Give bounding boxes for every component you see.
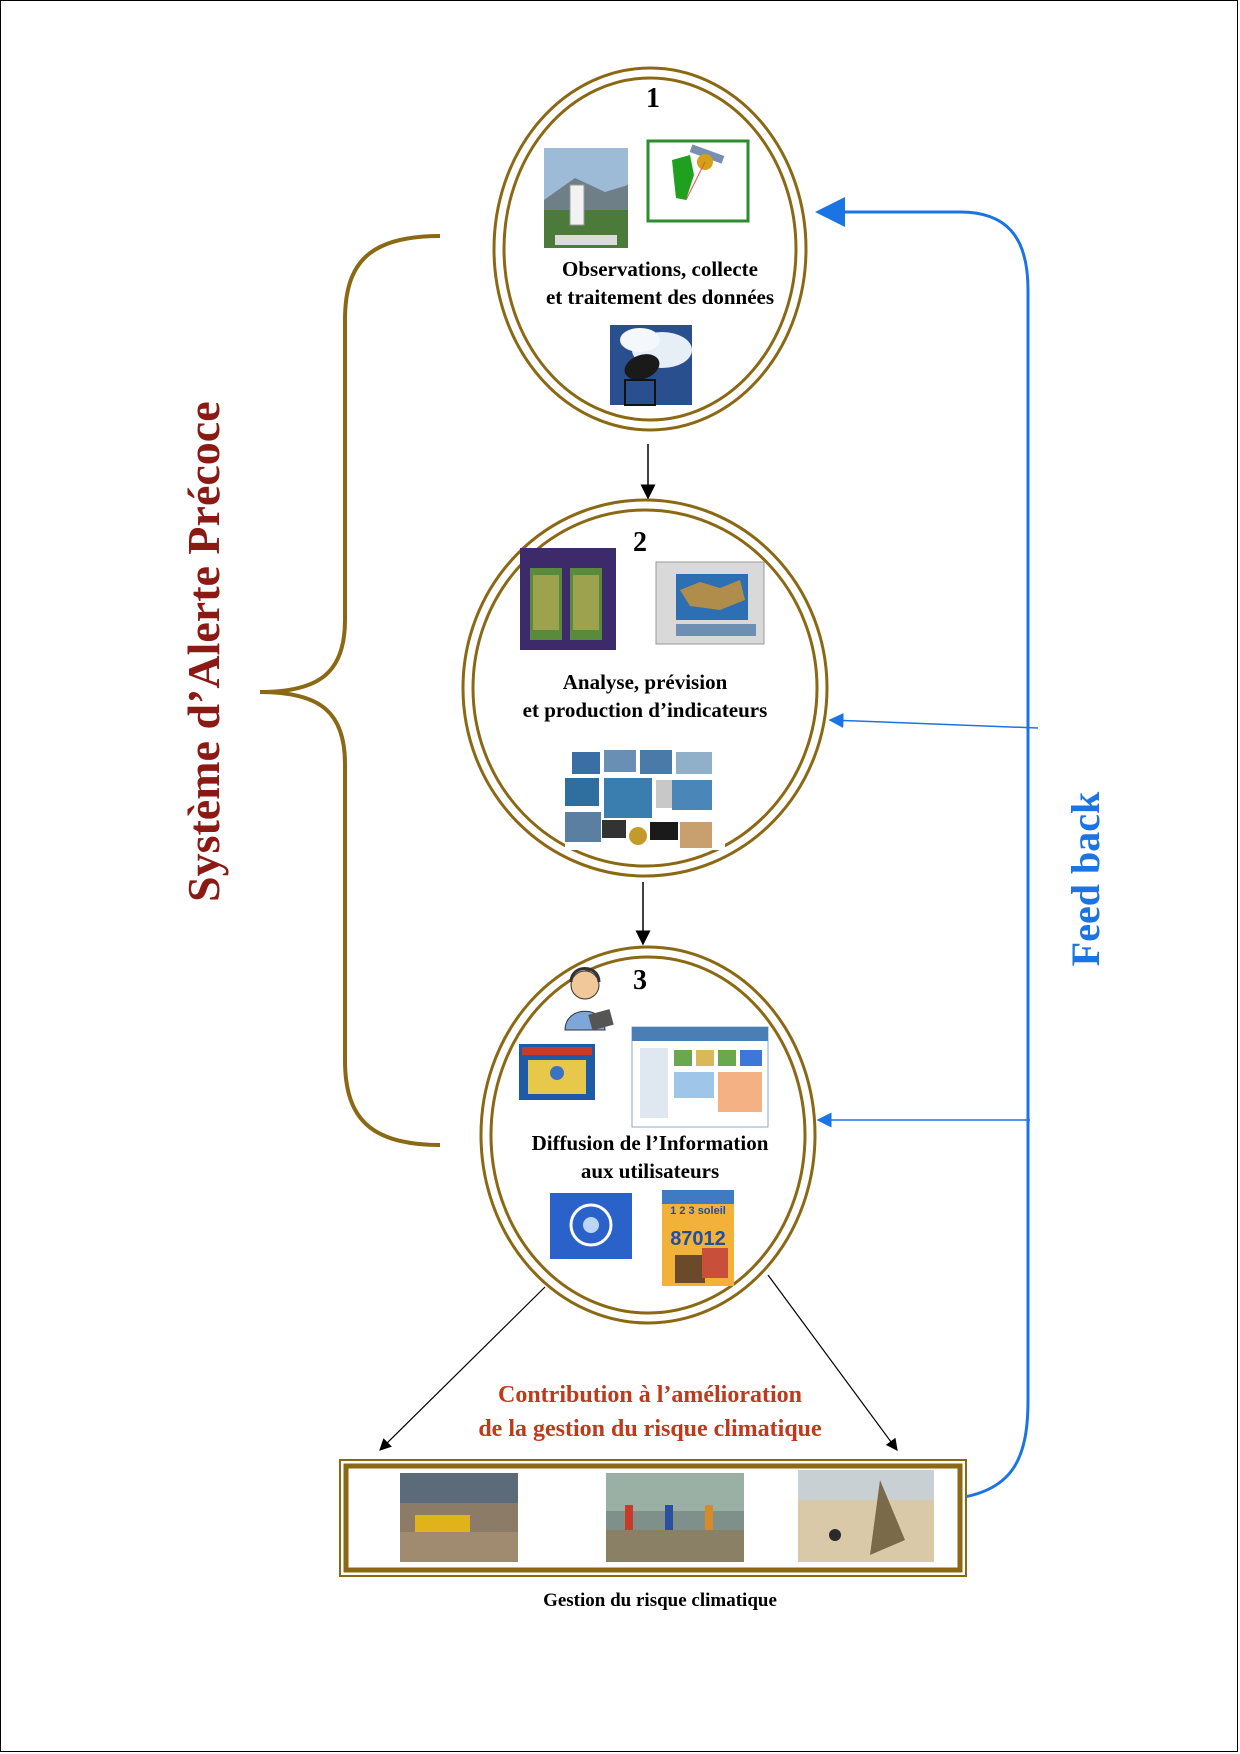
flood-car-photo (400, 1473, 518, 1562)
feedback-loop (815, 197, 1030, 1500)
radar-photo (610, 325, 692, 406)
contribution-line1: Contribution à l’amélioration (498, 1382, 802, 1408)
contribution-text: Contribution à l’amélioration de la gest… (420, 1378, 880, 1446)
forecast-maps-poster (520, 548, 616, 650)
step3-label-line2: aux utilisateurs (580, 1159, 720, 1183)
system-title: Système d’Alerte Précoce (178, 401, 229, 902)
soleil-poster-number: 87012 (670, 1228, 726, 1250)
step2-label-line1: Analyse, prévision (562, 670, 728, 694)
forecast-software-screenshot (655, 561, 765, 645)
feedback-label: Feed back (1063, 791, 1108, 967)
soleil-poster-title: 1 2 3 soleil (670, 1205, 726, 1217)
website-screenshot-small (519, 1044, 595, 1100)
step3-label: Diffusion de l’Information aux utilisate… (490, 1129, 810, 1185)
satellite-map-image (646, 139, 750, 223)
step3-label-line1: Diffusion de l’Information (531, 1131, 769, 1155)
step2-label: Analyse, prévision et production d’indic… (480, 668, 810, 724)
step1-label: Observations, collecte et traitement des… (510, 255, 810, 311)
arrow-to-risk-left (379, 1286, 546, 1451)
step2-number: 2 (633, 527, 647, 558)
meteo-portal-screenshot (631, 1026, 769, 1128)
tv-weather-collage (565, 742, 725, 850)
step1-label-line1: Observations, collecte (562, 257, 758, 281)
desert-dust-photo (798, 1470, 934, 1562)
step1-label-line2: et traitement des données (545, 285, 775, 309)
step1-number: 1 (646, 83, 660, 114)
arrow-to-risk-right (767, 1274, 898, 1451)
tv-channel-logo (550, 1193, 632, 1259)
operator-clipart (564, 967, 614, 1031)
step2-label-line2: et production d’indicateurs (522, 698, 768, 722)
feedback-arrow-step2 (828, 713, 1039, 729)
soleil-poster (662, 1190, 734, 1286)
step3-number: 3 (633, 965, 647, 996)
flooded-street-photo (606, 1473, 744, 1562)
left-brace (259, 234, 441, 1147)
weather-station-photo (544, 148, 628, 248)
contribution-line2: de la gestion du risque climatique (478, 1416, 822, 1442)
risk-caption: Gestion du risque climatique (543, 1590, 777, 1611)
